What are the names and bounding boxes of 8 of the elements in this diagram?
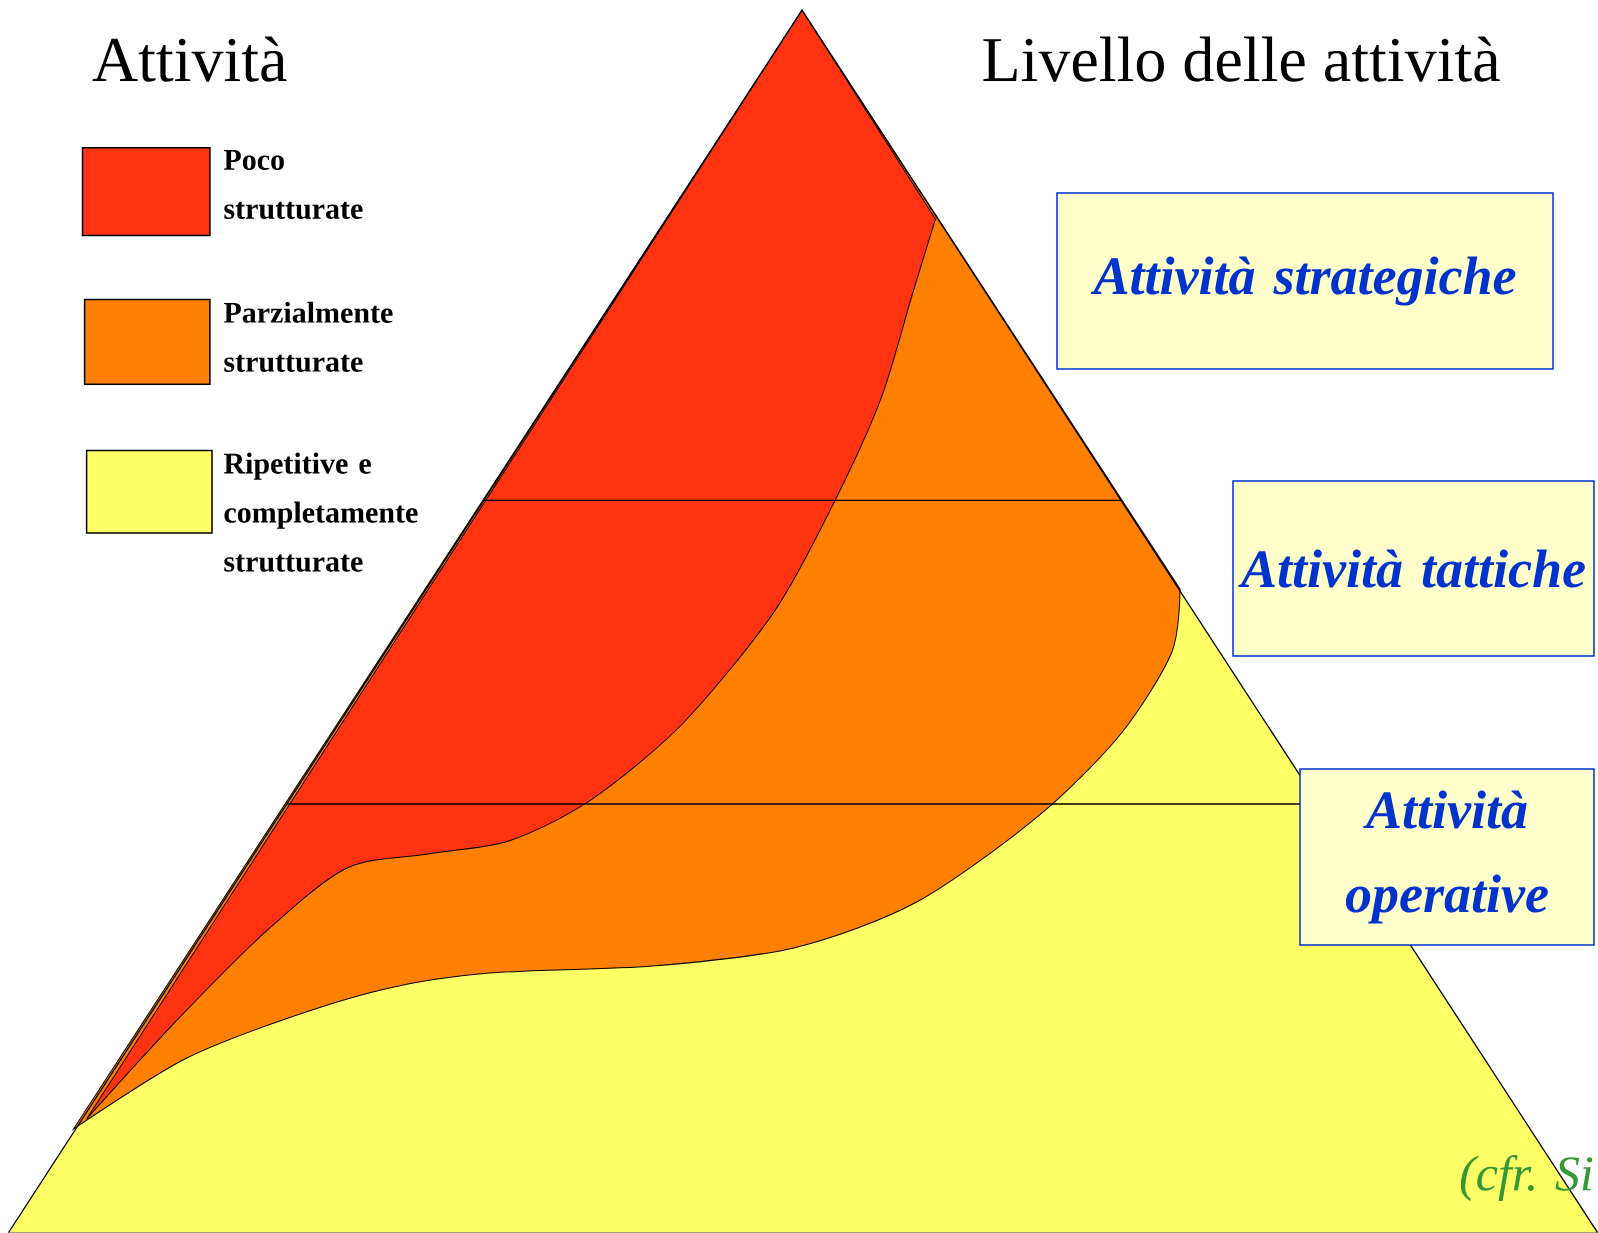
level-box: Attività tattiche	[1232, 480, 1595, 657]
level-box: Attività operative	[1299, 768, 1595, 946]
legend-label: Ripetitive e completamente strutturate	[223, 452, 418, 572]
heading: Attività	[92, 36, 287, 82]
level-box: Attività strategiche	[1056, 192, 1554, 370]
legend-label: Parzialmente strutturate	[223, 301, 393, 372]
heading: Livello delle attività	[983, 36, 1500, 82]
legend-label: Poco strutturate	[223, 150, 363, 219]
